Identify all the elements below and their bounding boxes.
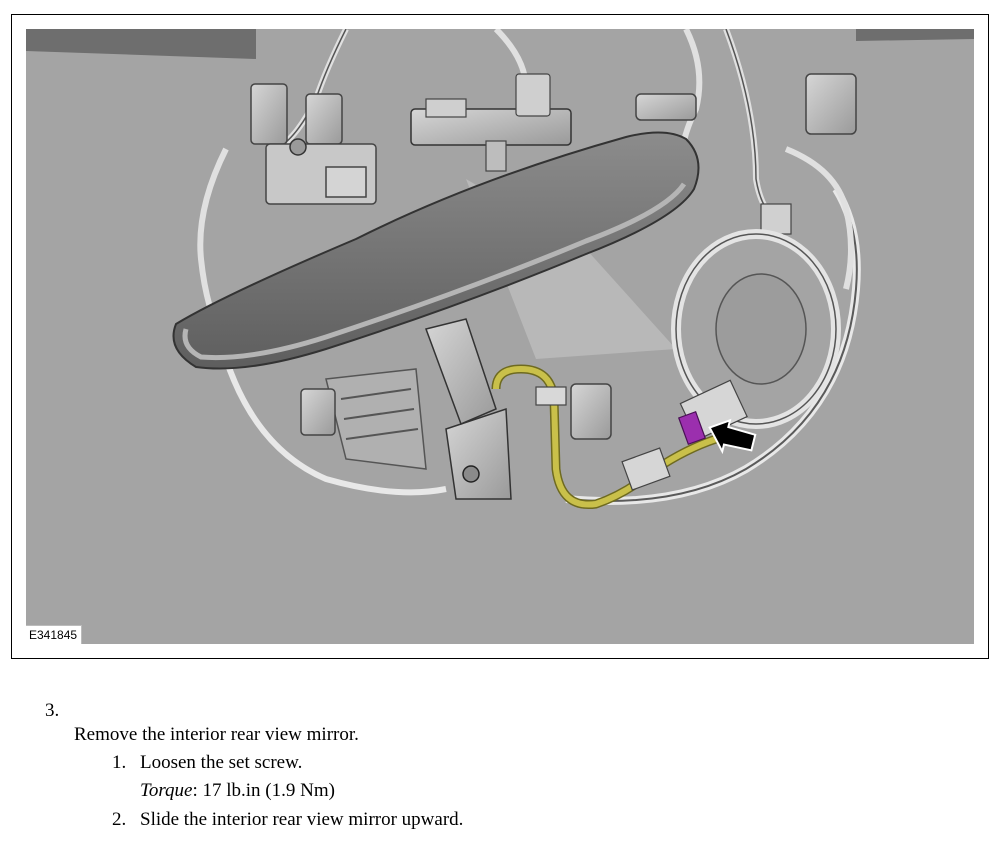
connector-top-left xyxy=(325,166,367,198)
rear-view-mirror xyxy=(172,131,700,370)
harness-connector xyxy=(621,447,671,491)
mirror-illustration-svg xyxy=(26,29,974,510)
bracket-screw xyxy=(289,138,307,156)
substep-2-number: 2. xyxy=(112,809,127,830)
housing-curve-left xyxy=(223,358,447,496)
clip-lower-center xyxy=(570,383,612,440)
connector-right xyxy=(760,203,792,235)
step-title: Remove the interior rear view mirror. xyxy=(74,724,359,745)
grille-left xyxy=(325,368,427,470)
torque-spec: Torque: 17 lb.in (1.9 Nm) xyxy=(140,780,335,802)
figure-frame: E341845 xyxy=(11,14,989,659)
round-bracket-inner xyxy=(715,273,807,385)
set-screw xyxy=(462,465,480,483)
figure-id-label: E341845 xyxy=(26,625,83,644)
round-bracket-edge xyxy=(675,233,837,425)
mirror-arm xyxy=(425,318,497,426)
wire-right xyxy=(784,146,854,290)
torque-label: Torque xyxy=(140,780,193,801)
connector-top-center xyxy=(515,73,551,117)
housing-curve-right-edge xyxy=(565,188,858,502)
mirror-illustration: E341845 xyxy=(26,29,974,644)
grille-slats xyxy=(340,388,419,440)
mirror-mount-stem xyxy=(485,140,507,172)
clip-far-right xyxy=(805,73,857,135)
torque-value: 17 lb.in (1.9 Nm) xyxy=(202,780,335,801)
mirror-edge-highlight xyxy=(182,182,687,361)
substep-2: 2. Slide the interior rear view mirror up… xyxy=(112,809,463,831)
clip-top-left xyxy=(250,83,288,145)
torque-separator: : xyxy=(192,780,198,801)
substep-1-number: 1. xyxy=(112,752,127,773)
substep-1: 1. Loosen the set screw. xyxy=(112,752,302,774)
harness-clip xyxy=(535,386,567,406)
headliner-strip-left xyxy=(26,29,256,59)
clip-top-right xyxy=(635,93,697,121)
step-number: 3. xyxy=(45,700,60,721)
sensor-tab-1 xyxy=(425,98,467,118)
clip-lower-left xyxy=(300,388,336,436)
pointer-arrow xyxy=(708,418,757,455)
clip-top-left-2 xyxy=(305,93,343,145)
substep-1-text: Loosen the set screw. xyxy=(140,752,303,773)
headliner-strip-right xyxy=(856,29,974,41)
substep-2-text: Slide the interior rear view mirror upwa… xyxy=(140,809,464,830)
connector-lock-purple xyxy=(677,410,707,446)
mirror-base xyxy=(445,407,512,500)
